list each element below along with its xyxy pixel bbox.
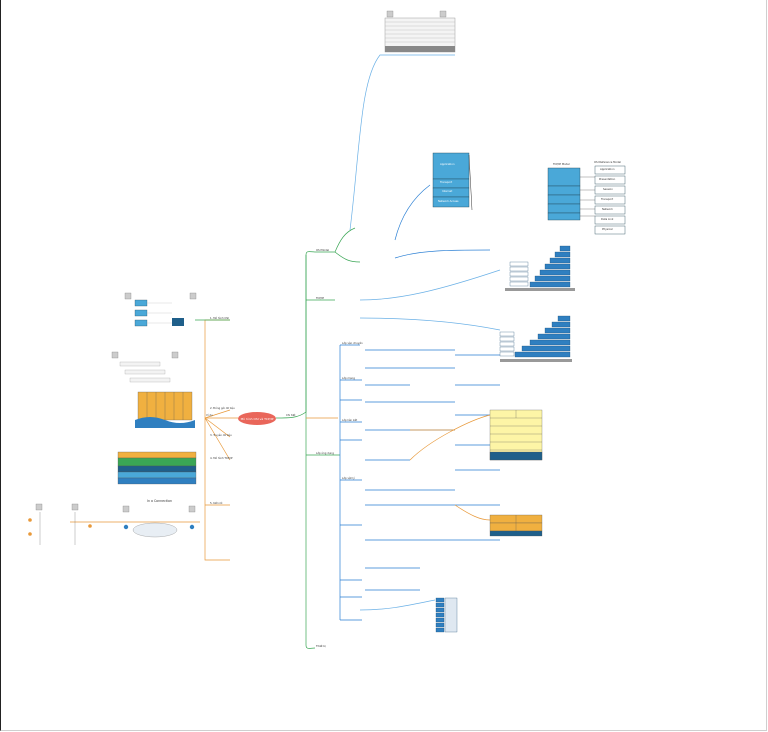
left-item-5[interactable]: 5. Kết nối [210, 502, 223, 505]
stack-internet-label: Internet [442, 190, 453, 193]
right-item-3[interactable]: Lớp ứng dụng [316, 452, 334, 455]
encapsulation-staircase-1 [505, 245, 575, 291]
osi-pres: Presentation [599, 178, 616, 181]
connection-title: In a Connection [147, 499, 172, 503]
stack-nal-label: Network Access [438, 200, 459, 203]
right-item-7[interactable]: Lớp vật lý [342, 477, 355, 480]
osi-dl: Data Link [601, 218, 614, 221]
osi-net: Network [602, 208, 613, 211]
left-branch-label[interactable]: Ví dụ [206, 414, 213, 417]
tcpip-title: TCP/IP Model [553, 163, 570, 166]
right-item-6[interactable]: Lớp liên kết [342, 419, 358, 422]
left-color-table [117, 451, 197, 485]
osi-title: OSI Reference Model [594, 161, 621, 164]
right-item-2[interactable]: TCP/IP [316, 297, 325, 300]
left-item-4[interactable]: 4. Mô hình TCP/IP [210, 457, 233, 460]
orange-table [489, 514, 543, 537]
osi-sess: Session [603, 188, 613, 191]
osi-trans: Transport [601, 198, 614, 201]
stack-app-label: Application [440, 163, 455, 166]
right-item-8[interactable]: Thiết bị [316, 645, 326, 648]
osi-phy: Physical [602, 228, 613, 231]
left-item-2[interactable]: 2. Đóng gói dữ liệu [210, 407, 235, 410]
encapsulation-staircase-2 [499, 315, 572, 362]
stack-trans-label: Transport [440, 181, 453, 184]
tcpip-osi-compare [547, 165, 626, 235]
right-item-4[interactable]: Lớp vận chuyển [342, 342, 363, 345]
left-encap-diagram [111, 351, 179, 383]
left-osi-diagram [124, 292, 197, 327]
layer-list [435, 597, 458, 633]
osi-app: Application [600, 168, 615, 171]
right-item-5[interactable]: Lớp mạng [342, 377, 355, 380]
right-item-1[interactable]: OSI Model [316, 249, 330, 252]
right-branch-label[interactable]: Chi tiết [286, 414, 296, 417]
root-node[interactable]: Mô hình OSI và TCP/IP [238, 412, 276, 425]
left-connection-diagram [28, 503, 196, 545]
left-stack-diagram [135, 391, 195, 428]
left-item-1[interactable]: 1. Mô hình OSI [210, 317, 229, 320]
yellow-table [489, 409, 543, 461]
left-item-3[interactable]: 3. Truyền dữ liệu [210, 434, 232, 437]
tcpip-stack-diagram [432, 152, 473, 211]
osi-pair-diagram [384, 10, 456, 53]
